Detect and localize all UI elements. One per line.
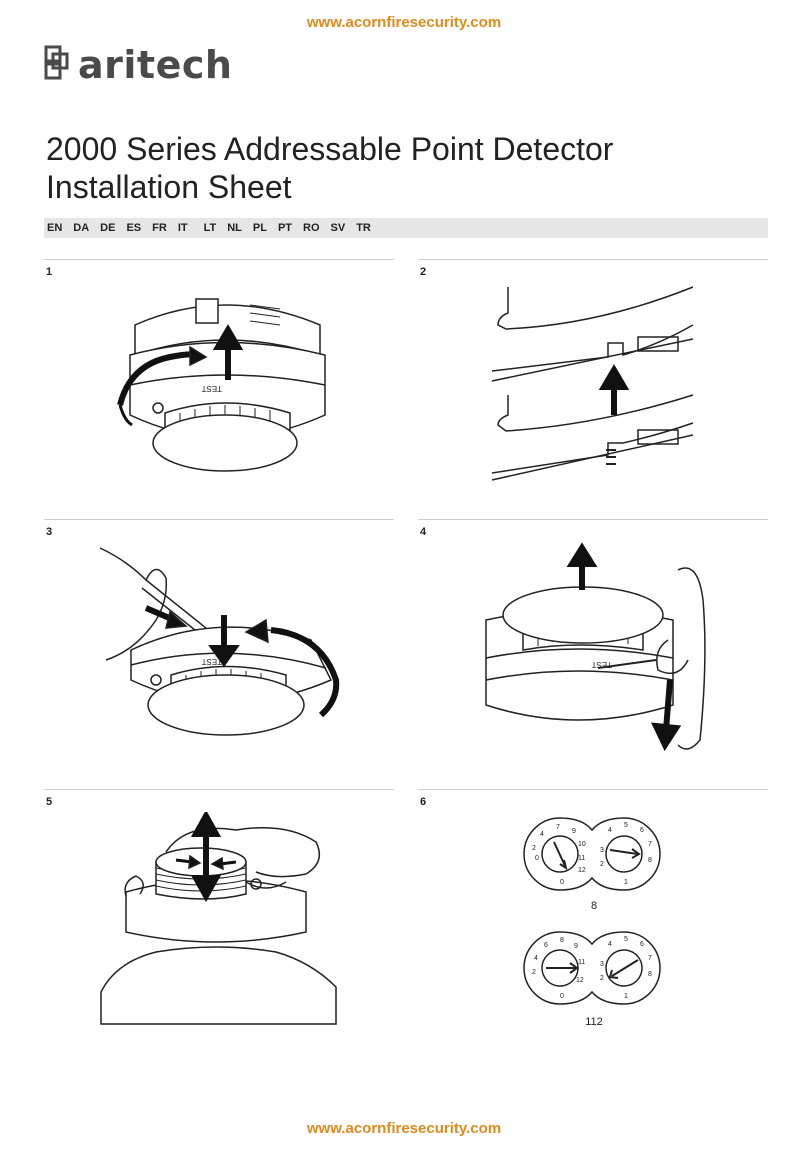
dial-digit: 4 (608, 941, 612, 948)
dial-digit: 1 (624, 879, 628, 886)
base-slot-arrow-icon (491, 286, 694, 481)
lang-ro[interactable]: RO (303, 222, 320, 234)
dial-digit: 3 (600, 847, 604, 854)
dial-digit: 5 (624, 822, 628, 829)
step-1-number: 1 (46, 266, 53, 278)
step-6-dial-bottom: 2 4 6 8 9 11 12 0 2 3 4 5 6 7 8 1 (520, 930, 665, 1006)
lang-nl[interactable]: NL (227, 222, 242, 234)
test-label: TEST (201, 384, 222, 393)
footer-url[interactable]: www.acornfiresecurity.com (306, 1120, 502, 1137)
dial-digit: 4 (534, 955, 538, 962)
dial-digit: 7 (556, 824, 560, 831)
dial-digit: 0 (535, 855, 539, 862)
detector-lift-cover-icon: TEST (485, 542, 706, 752)
lang-pl[interactable]: PL (252, 222, 267, 234)
dial-digit: 1 (624, 993, 628, 1000)
dial-digit: 8 (648, 971, 652, 978)
dial-digit: 8 (648, 857, 652, 864)
lang-pt[interactable]: PT (277, 222, 293, 234)
language-bar: EN DA DE ES FR IT LT NL PL PT RO SV TR (44, 218, 768, 238)
lang-it[interactable]: IT (177, 222, 188, 234)
detector-rotate-arrow-icon: TEST (117, 298, 326, 472)
test-label: TEST (591, 660, 612, 669)
brand-name: aritech (78, 43, 233, 87)
dial-address-label-2: 112 (585, 1016, 603, 1028)
page-title: 2000 Series Addressable Point Detector I… (46, 130, 613, 206)
step-5-number: 5 (46, 796, 53, 808)
step-4-figure: TEST (478, 540, 718, 765)
dial-digit: 2 (532, 969, 536, 976)
dial-digit: 0 (560, 879, 564, 886)
step-5-figure (96, 812, 346, 1027)
aritech-logo-icon (44, 45, 69, 80)
step-1-figure: TEST (110, 285, 340, 490)
dial-digit: 12 (576, 977, 584, 984)
dial-digit: 9 (574, 943, 578, 950)
address-dial-icon: 2 4 6 8 9 11 12 0 2 3 4 5 6 7 8 1 (523, 931, 661, 1005)
dial-digit: 2 (600, 975, 604, 982)
step-3-figure: TEST (96, 540, 346, 765)
header-url[interactable]: www.acornfiresecurity.com (306, 14, 502, 31)
dial-digit: 11 (578, 855, 585, 862)
divider (44, 259, 394, 260)
lang-da[interactable]: DA (73, 222, 90, 234)
dial-digit: 5 (624, 936, 628, 943)
test-label: TEST (201, 657, 222, 666)
divider (418, 259, 768, 260)
dial-digit: 8 (560, 937, 564, 944)
dial-digit: 9 (572, 828, 576, 835)
dial-digit: 10 (578, 841, 586, 848)
lang-fr[interactable]: FR (152, 222, 167, 234)
lang-tr[interactable]: TR (356, 222, 371, 234)
step-2-number: 2 (420, 266, 427, 278)
dial-digit: 0 (560, 993, 564, 1000)
lang-es[interactable]: ES (126, 222, 142, 234)
divider (418, 789, 768, 790)
dial-digit: 6 (544, 942, 548, 949)
step-6-dial-top: 0 2 4 7 9 10 11 12 0 2 3 4 5 6 7 8 1 (520, 816, 665, 892)
dial-digit: 6 (640, 827, 644, 834)
divider (44, 519, 394, 520)
dial-digit: 3 (600, 961, 604, 968)
title-line-2: Installation Sheet (46, 169, 292, 205)
dial-digit: 4 (608, 827, 612, 834)
dial-digit: 12 (578, 867, 586, 874)
dial-digit: 7 (648, 955, 652, 962)
dial-digit: 7 (648, 841, 652, 848)
step-3-number: 3 (46, 526, 53, 538)
dial-digit: 6 (640, 941, 644, 948)
dial-digit: 2 (532, 845, 536, 852)
divider (44, 789, 394, 790)
brand-logo: aritech (44, 44, 232, 84)
step-4-number: 4 (420, 526, 427, 538)
detector-unlock-tool-icon: TEST (99, 547, 340, 736)
divider (418, 519, 768, 520)
address-dial-icon: 0 2 4 7 9 10 11 12 0 2 3 4 5 6 7 8 1 (523, 817, 661, 891)
step-6-number: 6 (420, 796, 427, 808)
lang-lt[interactable]: LT (203, 222, 217, 234)
lang-sv[interactable]: SV (330, 222, 346, 234)
step-2-figure (488, 285, 708, 485)
dial-digit: 11 (578, 959, 585, 966)
title-line-1: 2000 Series Addressable Point Detector (46, 131, 614, 167)
dial-digit: 2 (600, 861, 604, 868)
detector-cover-squeeze-icon (100, 812, 337, 1025)
dial-address-label-1: 8 (590, 900, 598, 912)
lang-en[interactable]: EN (47, 222, 63, 234)
lang-de[interactable]: DE (100, 222, 116, 234)
dial-digit: 4 (540, 831, 544, 838)
